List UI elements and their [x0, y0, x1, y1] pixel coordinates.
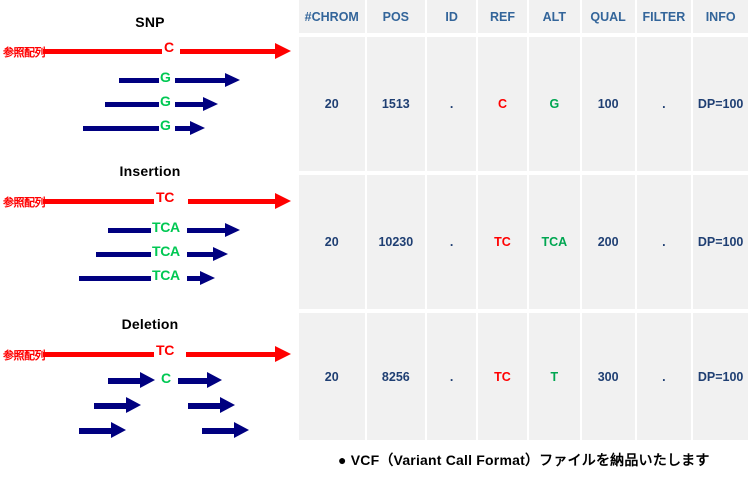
read-line-insertion-1-left	[108, 228, 151, 233]
read-line-insertion-2-right	[187, 252, 215, 257]
cell-alt: T	[528, 313, 580, 440]
column-header-qual: QUAL	[581, 0, 635, 33]
reference-base-snp: C	[164, 39, 174, 55]
column-header-alt: ALT	[528, 0, 580, 33]
table-header-row: #CHROM POS ID REF ALT QUAL FILTER INFO	[299, 0, 748, 33]
delivery-caption-text: VCF（Variant Call Format）ファイルを納品いたします	[350, 452, 710, 468]
bullet-icon: ●	[338, 452, 347, 468]
section-title-snp: SNP	[135, 14, 165, 30]
read-line-snp-3-left	[83, 126, 159, 131]
read-arrowhead-snp-2	[203, 97, 218, 111]
cell-chrom: 20	[299, 313, 365, 440]
cell-filter: .	[636, 175, 692, 309]
read-line-deletion-3-left	[79, 428, 113, 434]
reference-arrowhead-snp	[275, 43, 291, 59]
column-header-filter: FILTER	[636, 0, 692, 33]
cell-id: .	[427, 313, 477, 440]
reference-label-insertion: 参照配列	[3, 197, 46, 209]
read-base-insertion-3: TCA	[152, 267, 180, 283]
column-header-ref: REF	[478, 0, 527, 33]
read-arrowhead-insertion-2	[213, 247, 228, 261]
read-line-insertion-1-right	[187, 228, 227, 233]
reference-line-deletion-right	[186, 352, 279, 357]
reference-label-deletion: 参照配列	[3, 350, 46, 362]
read-base-snp-2: G	[160, 93, 171, 109]
variant-diagram-panel: SNP 参照配列 C G G G Insertion 参照配列 TC TCA T…	[0, 0, 299, 482]
read-arrowhead-deletion-2-right	[220, 397, 235, 413]
read-line-snp-1-left	[119, 78, 159, 83]
cell-pos: 10230	[366, 175, 426, 309]
reference-label-snp: 参照配列	[3, 47, 46, 59]
cell-info: DP=100	[693, 175, 748, 309]
cell-qual: 100	[581, 37, 635, 171]
reference-line-insertion-left	[43, 199, 154, 204]
table-row: 20 10230 . TC TCA 200 . DP=100	[299, 175, 748, 309]
reference-arrowhead-deletion	[275, 346, 291, 362]
read-line-insertion-3-left	[79, 276, 151, 281]
read-line-deletion-1-left	[108, 378, 142, 384]
read-arrowhead-deletion-3-right	[234, 422, 249, 438]
cell-filter: .	[636, 313, 692, 440]
cell-id: .	[427, 37, 477, 171]
read-line-snp-1-right	[175, 78, 227, 83]
cell-info: DP=100	[693, 37, 748, 171]
column-header-id: ID	[427, 0, 477, 33]
column-header-pos: POS	[366, 0, 426, 33]
cell-info: DP=100	[693, 313, 748, 440]
cell-ref: C	[478, 37, 527, 171]
cell-alt: TCA	[528, 175, 580, 309]
read-line-snp-3-right	[175, 126, 192, 131]
read-arrowhead-snp-3	[190, 121, 205, 135]
read-base-insertion-1: TCA	[152, 219, 180, 235]
delivery-caption: ● VCF（Variant Call Format）ファイルを納品いたします	[338, 450, 710, 470]
read-line-deletion-2-right	[188, 403, 222, 409]
cell-qual: 200	[581, 175, 635, 309]
read-line-deletion-3-right	[202, 428, 236, 434]
read-arrowhead-insertion-1	[225, 223, 240, 237]
read-line-deletion-2-left	[94, 403, 128, 409]
read-arrowhead-deletion-1-right	[207, 372, 222, 388]
read-base-snp-3: G	[160, 117, 171, 133]
cell-chrom: 20	[299, 175, 365, 309]
read-line-insertion-2-left	[96, 252, 151, 257]
cell-ref: TC	[478, 313, 527, 440]
read-base-deletion-1: C	[161, 370, 171, 386]
section-title-insertion: Insertion	[119, 163, 181, 179]
read-line-deletion-1-right	[178, 378, 209, 384]
cell-pos: 8256	[366, 313, 426, 440]
column-header-info: INFO	[693, 0, 748, 33]
read-line-snp-2-left	[105, 102, 159, 107]
column-header-chrom: #CHROM	[299, 0, 365, 33]
read-base-insertion-2: TCA	[152, 243, 180, 259]
reference-line-insertion-right	[188, 199, 279, 204]
cell-alt: G	[528, 37, 580, 171]
reference-line-deletion-left	[43, 352, 154, 357]
cell-ref: TC	[478, 175, 527, 309]
reference-base-insertion: TC	[156, 189, 175, 205]
read-arrowhead-snp-1	[225, 73, 240, 87]
table-row: 20 1513 . C G 100 . DP=100	[299, 37, 748, 171]
read-line-snp-2-right	[175, 102, 205, 107]
read-line-insertion-3-right	[187, 276, 202, 281]
read-base-snp-1: G	[160, 69, 171, 85]
reference-arrowhead-insertion	[275, 193, 291, 209]
cell-pos: 1513	[366, 37, 426, 171]
reference-base-deletion: TC	[156, 342, 175, 358]
read-arrowhead-deletion-1-left	[140, 372, 155, 388]
read-arrowhead-deletion-2-left	[126, 397, 141, 413]
table-row: 20 8256 . TC T 300 . DP=100	[299, 313, 748, 440]
cell-filter: .	[636, 37, 692, 171]
cell-id: .	[427, 175, 477, 309]
read-arrowhead-deletion-3-left	[111, 422, 126, 438]
section-title-deletion: Deletion	[121, 316, 179, 332]
vcf-table: #CHROM POS ID REF ALT QUAL FILTER INFO 2…	[299, 0, 748, 440]
reference-line-snp-right	[180, 49, 279, 54]
cell-qual: 300	[581, 313, 635, 440]
cell-chrom: 20	[299, 37, 365, 171]
read-arrowhead-insertion-3	[200, 271, 215, 285]
reference-line-snp-left	[43, 49, 162, 54]
